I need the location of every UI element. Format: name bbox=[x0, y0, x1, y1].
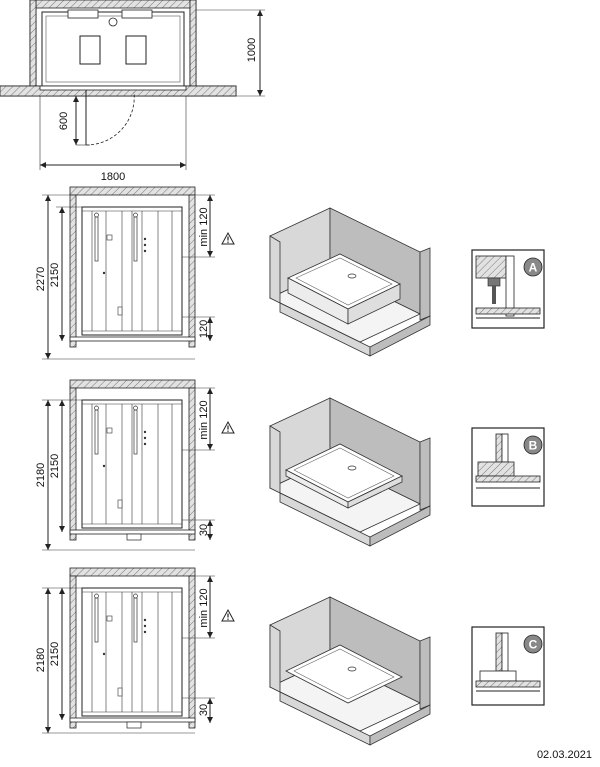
warning-icon-3 bbox=[221, 609, 235, 622]
plan-view: 1000 600 1800 bbox=[0, 0, 265, 183]
detail-c: C bbox=[471, 626, 545, 706]
detail-a-letter: A bbox=[529, 261, 538, 275]
front-view-2: 2180 2150 min 120 30 bbox=[35, 379, 235, 551]
cabin-front-1 bbox=[69, 186, 196, 348]
total-height-label-1: 2270 bbox=[35, 267, 47, 291]
cabin-height-label-1: 2150 bbox=[49, 263, 61, 287]
total-height-label-2: 2180 bbox=[35, 463, 47, 487]
plan-door-label: 600 bbox=[58, 112, 70, 130]
front-view-3: 2180 2150 min 120 30 bbox=[35, 567, 235, 734]
clearance-top-label-2: min 120 bbox=[198, 400, 210, 439]
warning-icon-2 bbox=[221, 421, 235, 434]
clearance-bottom-label-3: 30 bbox=[198, 704, 210, 716]
detail-b: B bbox=[471, 427, 545, 507]
cabin-height-label-2: 2150 bbox=[49, 454, 61, 478]
clearance-top-label-3: min 120 bbox=[198, 588, 210, 627]
plan-width-label: 1800 bbox=[101, 171, 125, 183]
clearance-top-label-1: min 120 bbox=[198, 207, 210, 246]
iso-view-2 bbox=[269, 397, 431, 547]
total-height-label-3: 2180 bbox=[35, 648, 47, 672]
detail-b-badge bbox=[523, 435, 543, 455]
clearance-bottom-label-2: 30 bbox=[198, 524, 210, 536]
door-swing-arc bbox=[85, 91, 135, 146]
detail-b-letter: B bbox=[529, 439, 538, 453]
clearance-bottom-label-1: 120 bbox=[198, 320, 210, 338]
plan-depth-label: 1000 bbox=[246, 38, 258, 62]
iso-view-3 bbox=[269, 596, 431, 746]
cabin-front-2 bbox=[69, 379, 196, 541]
drain-icon bbox=[108, 17, 118, 27]
front-view-1: 2270 2150 min 120 120 bbox=[35, 186, 235, 360]
drawing-date: 02.03.2021 bbox=[536, 749, 592, 761]
detail-a: A bbox=[471, 249, 545, 329]
detail-c-badge bbox=[523, 634, 543, 654]
warning-icon-1 bbox=[221, 232, 235, 245]
iso-view-1 bbox=[269, 207, 431, 357]
cabin-front-3 bbox=[69, 567, 196, 729]
detail-c-letter: C bbox=[529, 638, 538, 652]
cabin-height-label-3: 2150 bbox=[49, 642, 61, 666]
detail-a-badge bbox=[523, 257, 543, 277]
